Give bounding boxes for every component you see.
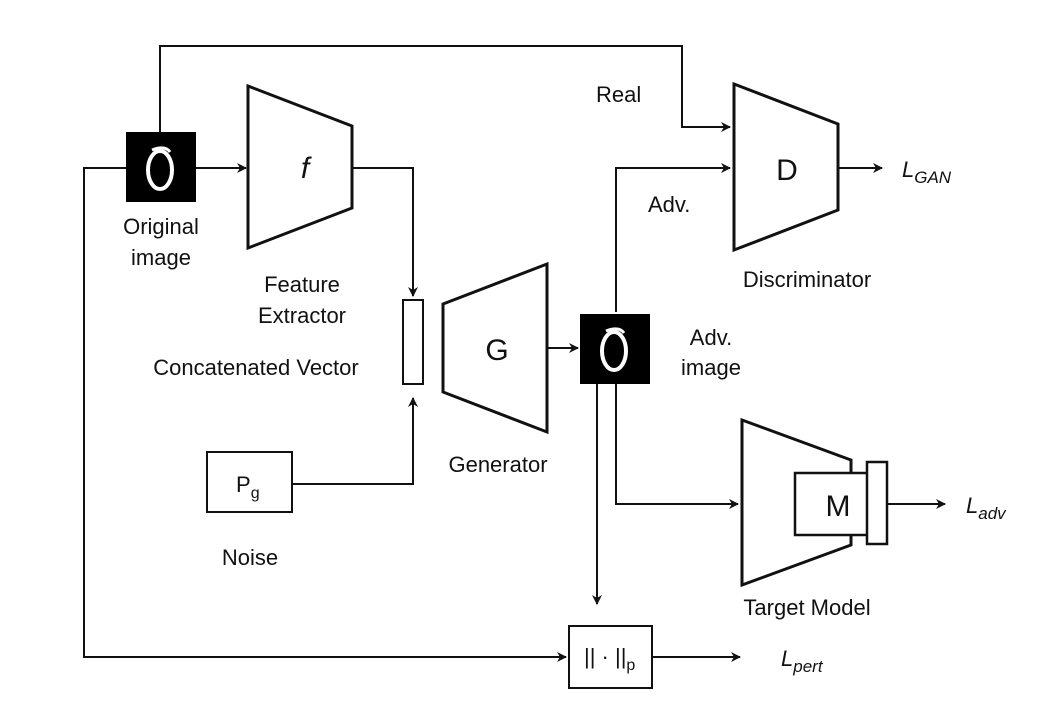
adv-to-target-arrow	[615, 384, 739, 509]
adv-to-discriminator-arrow	[615, 163, 731, 312]
loss-pert-label: Lpert	[781, 646, 824, 676]
discriminator-label: Discriminator	[743, 267, 871, 292]
concatenated-vector-block	[402, 299, 424, 385]
noise-to-vector-arrow	[292, 397, 418, 485]
loss-gan-label: LGAN	[902, 157, 952, 187]
generator-symbol: G	[485, 334, 508, 367]
generator-block	[441, 261, 549, 435]
feature-extractor-label-line1: Feature	[264, 272, 340, 297]
original-image-thumbnail	[126, 132, 196, 202]
real-label: Real	[596, 82, 641, 107]
real-path-arrow	[159, 45, 731, 132]
original-image	[126, 132, 196, 202]
digit-zero-icon	[146, 146, 174, 191]
model-m-block	[793, 471, 879, 537]
feature-extractor-label-line2: Extractor	[258, 303, 346, 328]
noise-pg-block	[206, 451, 293, 513]
discriminator-block	[732, 81, 840, 253]
original-image-label-line2: image	[131, 245, 191, 270]
extractor-to-vector-arrow	[352, 167, 418, 297]
norm-block	[568, 625, 653, 689]
generator-label: Generator	[448, 452, 547, 477]
adv-image-label-line2: image	[681, 355, 741, 380]
concatenated-vector-label: Concatenated Vector	[153, 355, 358, 380]
original-image-label-line1: Original	[123, 214, 199, 239]
discriminator-symbol: D	[776, 154, 798, 187]
feature-extractor-block	[246, 83, 354, 251]
adv-label: Adv.	[648, 192, 690, 217]
digit-zero-icon	[600, 327, 628, 372]
noise-label: Noise	[222, 545, 278, 570]
connectors	[83, 45, 946, 662]
feature-extractor-symbol: f	[301, 152, 312, 185]
noise-symbol: Pg	[236, 472, 260, 502]
norm-symbol: || · ||p	[584, 644, 635, 674]
adv-image-label-line1: Adv.	[690, 325, 732, 350]
target-model-symbol: M	[826, 490, 851, 523]
original-to-norm-arrow	[83, 167, 567, 662]
loss-adv-label: Ladv	[966, 493, 1007, 523]
target-model-label: Target Model	[743, 595, 870, 620]
adv-image	[580, 314, 650, 384]
model-output-layer	[865, 460, 889, 546]
adv-image-thumbnail	[580, 314, 650, 384]
